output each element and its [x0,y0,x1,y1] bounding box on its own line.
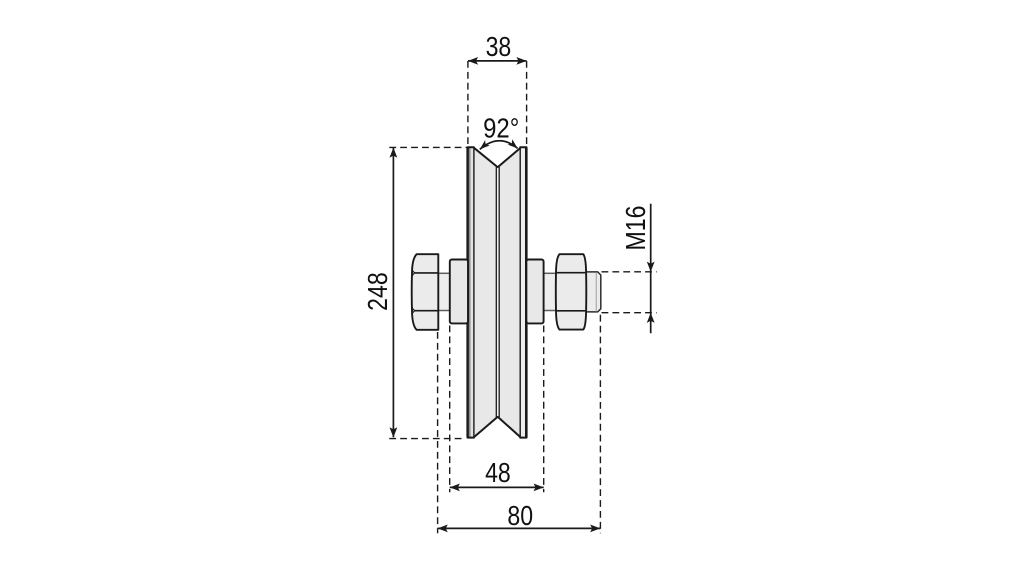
svg-text:92°: 92° [483,114,519,144]
svg-text:48: 48 [485,458,511,488]
svg-text:38: 38 [486,32,512,62]
svg-text:80: 80 [507,501,533,531]
svg-text:M16: M16 [621,206,651,251]
svg-text:248: 248 [363,272,393,311]
